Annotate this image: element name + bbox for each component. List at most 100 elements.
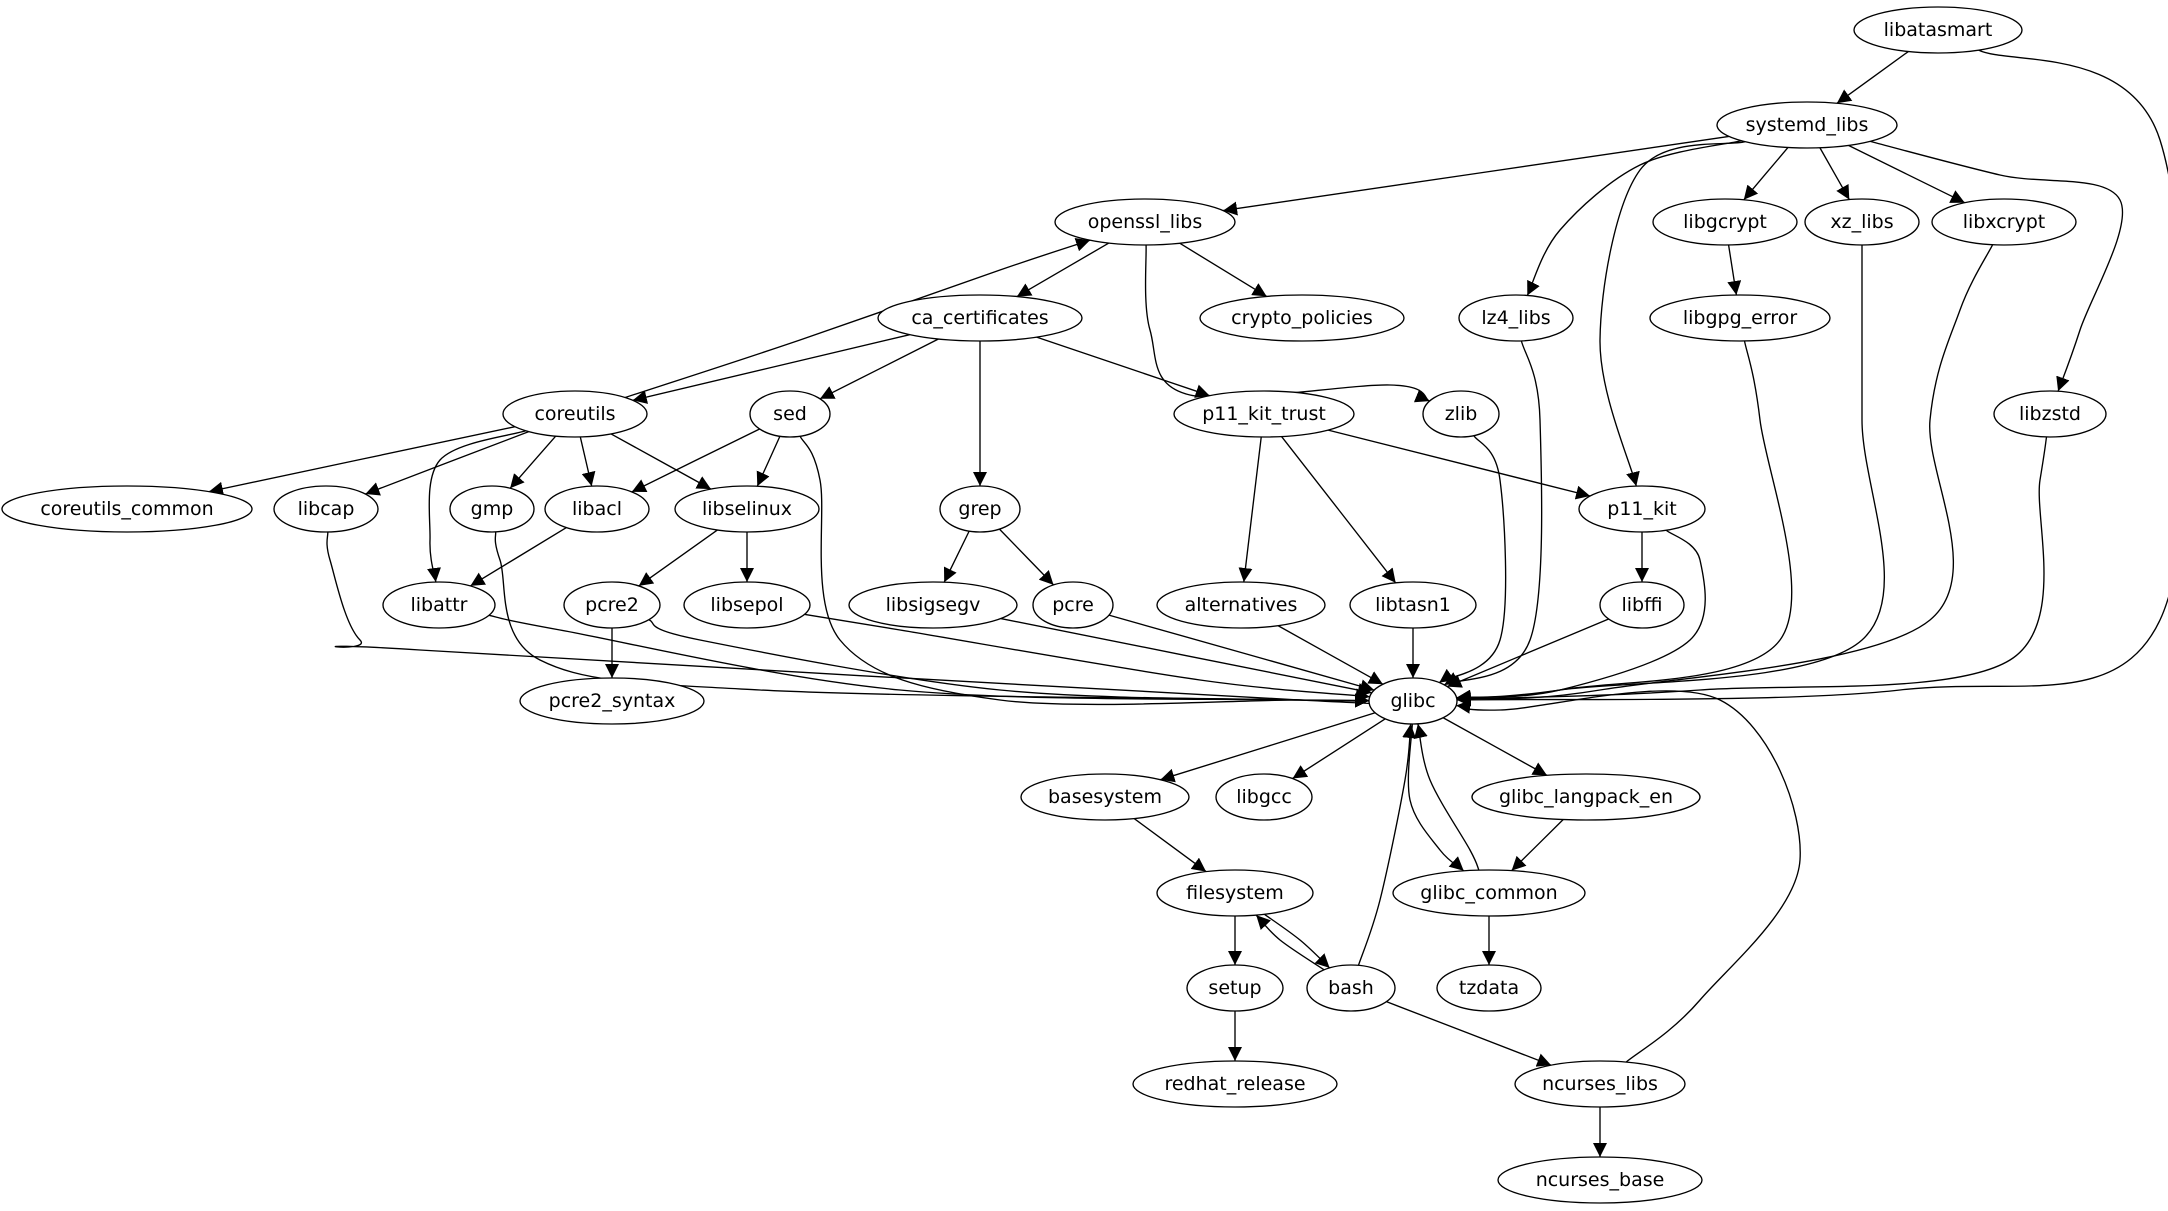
edge-arrow [1108,614,1375,694]
node-label: libgpg_error [1683,307,1797,329]
node-sed: sed [749,390,831,438]
edge-arrow [632,334,910,404]
node-p11-kit-trust: p11_kit_trust [1173,390,1355,438]
edge-arrow [610,433,712,490]
edge-lz4_libs-to-glibc [1443,340,1543,686]
node-label: coreutils [534,403,615,425]
edge-ca_certificates-to-coreutils [632,334,910,404]
edge-arrow [509,435,557,489]
edge-coreutils-to-coreutils_common [208,426,516,496]
node-ellipse [1,485,253,533]
node-label: sed [773,403,807,425]
edge-arrow [1264,913,1331,969]
edge-systemd_libs-to-xz_libs [1819,147,1850,200]
edge-arrow [624,237,1091,399]
edge-glibc_langpack_en-to-glibc_common [1511,819,1564,872]
node-ellipse [1471,773,1701,821]
node-ellipse [382,581,496,629]
edge-glibc-to-glibc_langpack_en [1442,717,1548,776]
edge-libatasmart-to-glibc [1456,49,2168,707]
edge-libgpg_error-to-glibc [1456,340,1793,704]
node-label: xz_libs [1830,211,1893,233]
node-label: crypto_policies [1231,307,1373,329]
edge-libacl-to-libattr [470,527,567,587]
node-ellipse [1349,581,1477,629]
edge-basesystem-to-filesystem [1133,818,1207,873]
node-libacl: libacl [544,485,650,533]
edge-arrow [1413,723,1480,871]
node-ellipse [563,581,661,629]
edge-arrow [943,530,970,583]
edge-arrow [1870,140,2124,392]
edge-arrow [804,613,1370,703]
edge-coreutils-to-libacl [579,436,596,487]
node-ellipse [273,485,379,533]
node-bash: bash [1306,964,1396,1012]
node-label: pcre [1052,594,1094,616]
edge-coreutils-to-gmp [509,435,557,489]
node-systemd-libs: systemd_libs [1716,101,1898,149]
node-label: bash [1328,977,1374,999]
edge-glibc-to-basesystem [1160,712,1376,783]
node-ellipse [1804,198,1920,246]
node-libcap: libcap [273,485,379,533]
node-ellipse [502,390,648,438]
node-gmp: gmp [449,485,535,533]
node-crypto-policies: crypto_policies [1199,294,1405,342]
node-ellipse [939,485,1021,533]
node-glibc: glibc [1368,677,1458,725]
node-zlib: zlib [1422,390,1500,438]
node-ellipse [1186,964,1284,1012]
node-p11-kit: p11_kit [1578,485,1706,533]
edge-arrow [1819,147,1850,200]
node-glibc-common: glibc_common [1392,869,1586,917]
node-label: pcre2_syntax [549,690,676,712]
node-ncurses-base: ncurses_base [1497,1156,1703,1204]
edge-p11_kit_trust-to-alternatives [1238,436,1262,583]
edge-sed-to-libacl [631,428,760,493]
node-basesystem: basesystem [1020,773,1190,821]
node-libgcrypt: libgcrypt [1652,198,1798,246]
node-label: p11_kit_trust [1202,403,1326,425]
edge-arrow [1036,336,1210,398]
edge-libcap-to-glibc [326,531,1391,708]
edge-ca_certificates-to-p11_kit_trust [1036,336,1210,398]
node-libxcrypt: libxcrypt [1931,198,2077,246]
edge-coreutils-to-libselinux [610,433,712,490]
node-glibc-langpack-en: glibc_langpack_en [1471,773,1701,821]
edge-libgcrypt-to-libgpg_error [1727,244,1742,296]
edge-arrow [1328,429,1591,500]
edge-systemd_libs-to-lz4_libs [1526,140,1742,296]
edge-alternatives-to-glibc [1277,625,1384,685]
node-ellipse [1853,6,2023,54]
edge-arrow [819,338,939,400]
edge-arrow [427,430,526,583]
node-pcre2-syntax: pcre2_syntax [519,677,705,725]
edge-libatasmart-to-systemd_libs [1836,50,1909,104]
node-ellipse [1156,869,1314,917]
edge-arrow [1456,690,1801,1063]
node-ellipse [1306,964,1396,1012]
edge-p11_kit_trust-to-p11_kit [1328,429,1591,500]
edge-filesystem-to-bash [1264,913,1331,969]
node-ellipse [1514,1060,1686,1108]
node-ellipse [1652,198,1798,246]
edge-arrow [1511,819,1564,872]
edge-arrow [1599,141,1746,487]
node-filesystem: filesystem [1156,869,1314,917]
node-libselinux: libselinux [674,485,820,533]
node-label: ca_certificates [911,307,1048,329]
edge-arrow [1456,340,1793,704]
node-label: tzdata [1459,977,1519,999]
node-label: systemd_libs [1746,114,1869,136]
node-label: glibc [1390,690,1435,712]
edge-arrow [1456,529,1706,704]
node-tzdata: tzdata [1436,964,1542,1012]
node-ellipse [848,581,1018,629]
edge-glibc-to-glibc_common [1407,723,1465,872]
node-ellipse [749,390,831,438]
edge-arrow [365,431,530,496]
node-ellipse [1156,581,1326,629]
edge-libselinux-to-pcre2 [638,529,718,587]
node-ellipse [519,677,705,725]
